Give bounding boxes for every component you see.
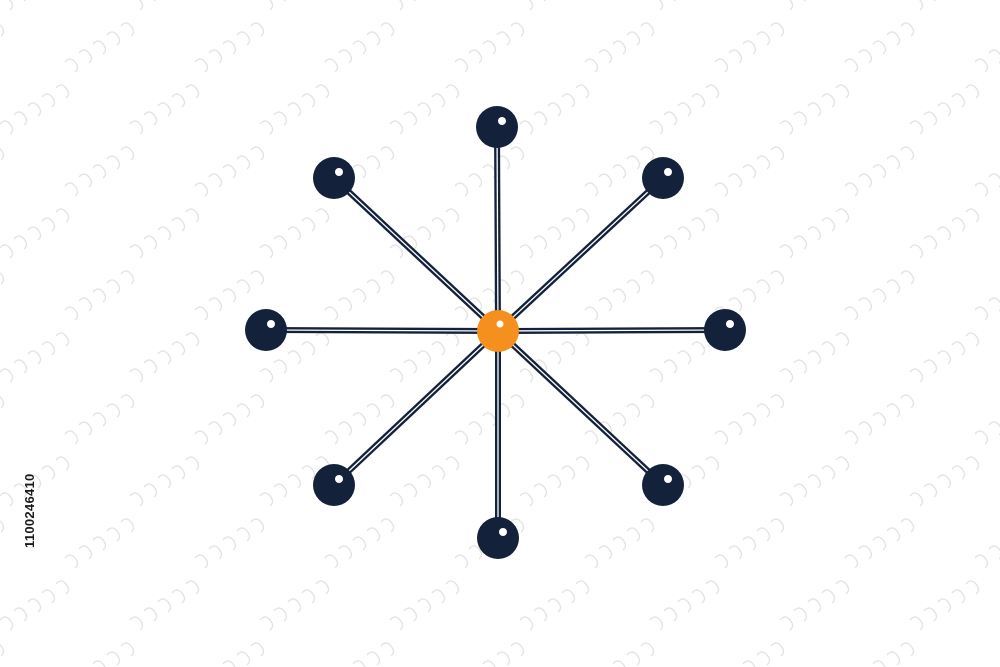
node-highlight xyxy=(335,475,343,483)
hub-circle xyxy=(477,310,519,352)
node-circle xyxy=(642,464,684,506)
node-circle xyxy=(642,157,684,199)
node-circle xyxy=(245,309,287,351)
node-bottom-left xyxy=(313,464,355,506)
hub-node xyxy=(477,310,519,352)
node-bottom-right xyxy=(642,464,684,506)
node-circle xyxy=(313,464,355,506)
hub-highlight xyxy=(496,320,504,328)
stock-id-label: 1100246410 xyxy=(22,473,37,548)
node-highlight xyxy=(498,117,506,125)
node-circle xyxy=(704,309,746,351)
node-highlight xyxy=(726,320,734,328)
node-right xyxy=(704,309,746,351)
spoke-inner-line xyxy=(497,329,726,332)
node-highlight xyxy=(664,475,672,483)
node-highlight xyxy=(499,528,507,536)
node-circle xyxy=(476,106,518,148)
spoke-inner-line xyxy=(333,330,499,486)
spoke-inner-line xyxy=(497,330,664,486)
spokes xyxy=(265,126,726,538)
node-highlight xyxy=(664,168,672,176)
spoke-inner-line xyxy=(497,177,664,332)
node-highlight xyxy=(335,168,343,176)
node-top-left xyxy=(313,157,355,199)
node-highlight xyxy=(267,320,275,328)
node-circle xyxy=(477,517,519,559)
nodes xyxy=(245,106,746,559)
spoke-inner-line xyxy=(265,329,499,332)
node-bottom xyxy=(477,517,519,559)
node-left xyxy=(245,309,287,351)
spoke-inner-line xyxy=(333,177,499,332)
spoke-inner-line xyxy=(496,126,499,332)
node-circle xyxy=(313,157,355,199)
node-top xyxy=(476,106,518,148)
node-top-right xyxy=(642,157,684,199)
